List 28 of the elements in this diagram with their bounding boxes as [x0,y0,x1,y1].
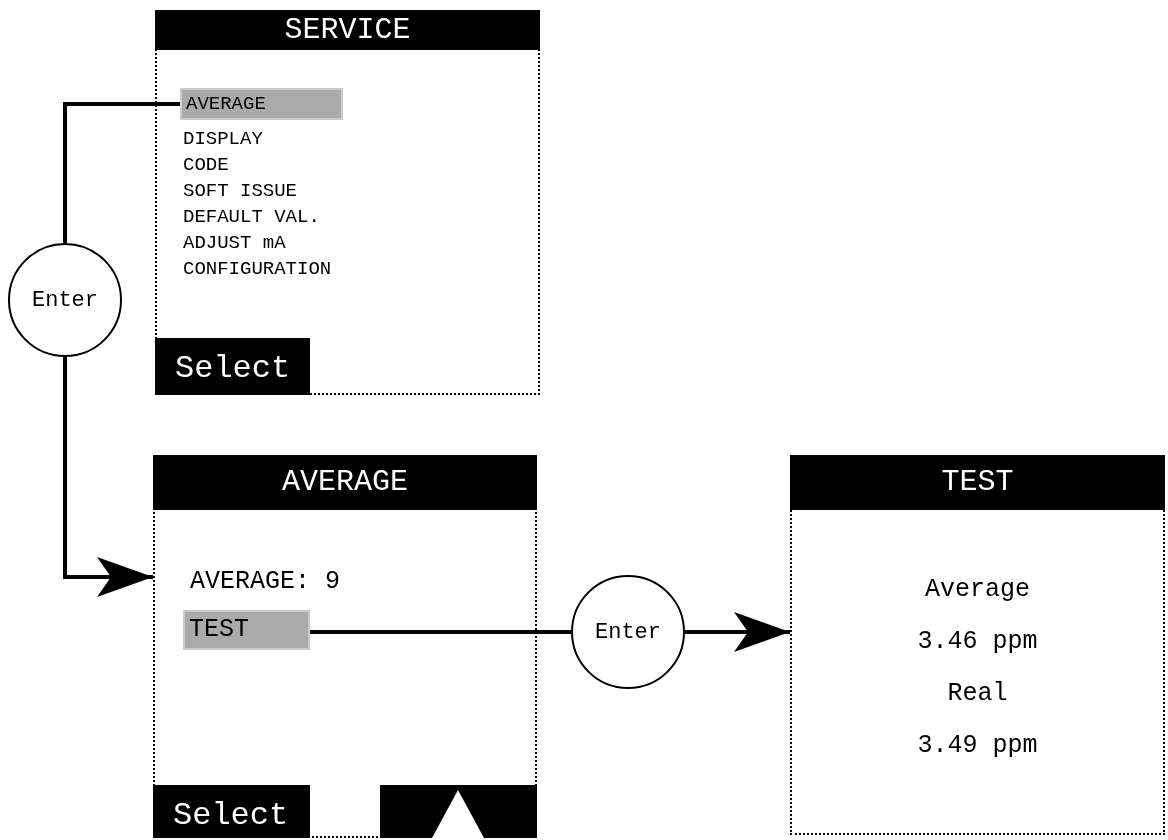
softkey-button: Select [153,785,310,838]
menu-text: ADJUST mA [183,232,286,254]
connector-line [63,102,180,243]
menu-text: CONFIGURATION [183,258,332,280]
screen-title: TEST [790,455,1165,510]
menu-item-highlight: TEST [183,610,310,650]
arrow [685,612,790,652]
screen-panel [790,455,1165,835]
reading-text: 3.46 ppm [916,627,1039,656]
softkey-button: Select [155,338,310,395]
menu-text: SOFT ISSUE [183,180,298,202]
softkey-button [380,785,537,838]
reading-text: 3.49 ppm [916,731,1039,760]
enter-key-circle: Enter [8,243,122,357]
menu-text: DISPLAY [183,128,263,150]
reading-text: Real [946,679,1009,708]
arrow [63,357,153,597]
screen-title: SERVICE [155,10,540,50]
screen-title: AVERAGE [153,455,537,510]
reading-text: Average [924,575,1031,604]
screen-panel [153,455,537,838]
enter-key-circle: Enter [571,575,685,689]
menu-text: CODE [183,154,229,176]
menu-item-highlight: AVERAGE [180,88,343,120]
menu-text: DEFAULT VAL. [183,206,320,228]
menu-text: AVERAGE: 9 [190,567,341,596]
connector-line [310,630,571,634]
screen-panel [155,10,540,395]
